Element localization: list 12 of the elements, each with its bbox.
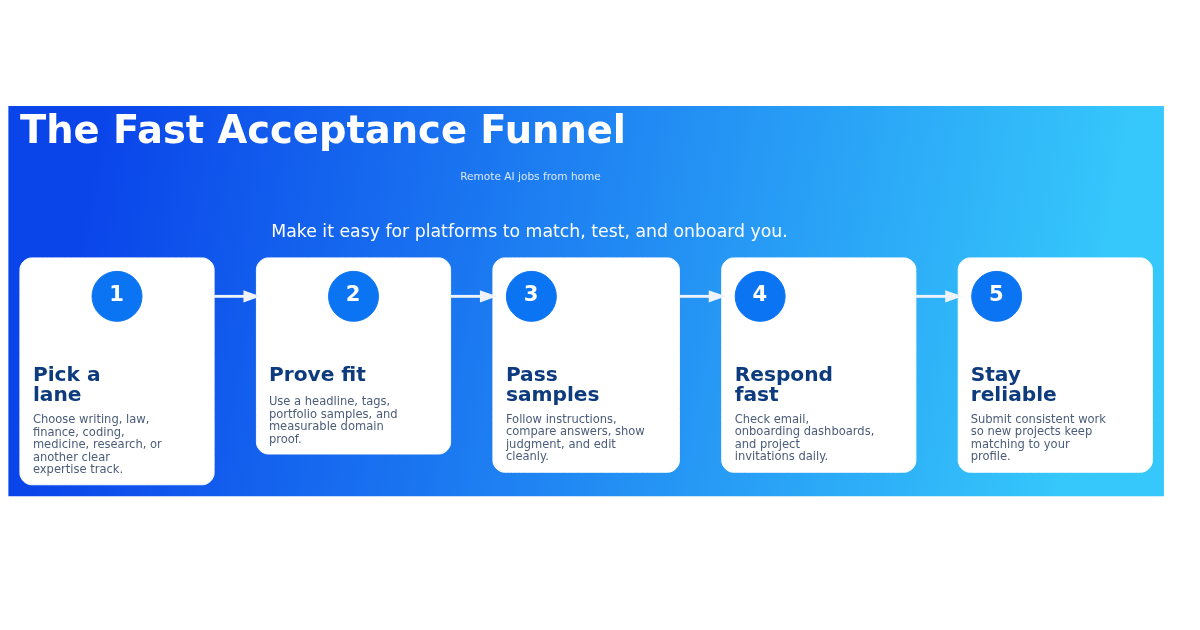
node-circle: 5 [971, 270, 1023, 322]
label: Remote AI jobs from home [460, 169, 601, 182]
node-circle: 1 [91, 270, 143, 322]
node-circle: 4 [734, 270, 786, 322]
node-circle: 3 [505, 270, 557, 322]
arrow [679, 290, 727, 303]
arrow [915, 290, 963, 303]
node-circle: 2 [328, 270, 379, 322]
label: Make it easy for platforms to match, test, and onboard you. [271, 221, 788, 242]
diagram-title: The Fast Acceptance Funnel [19, 107, 627, 153]
arrow [450, 290, 498, 303]
arrow [214, 290, 261, 303]
